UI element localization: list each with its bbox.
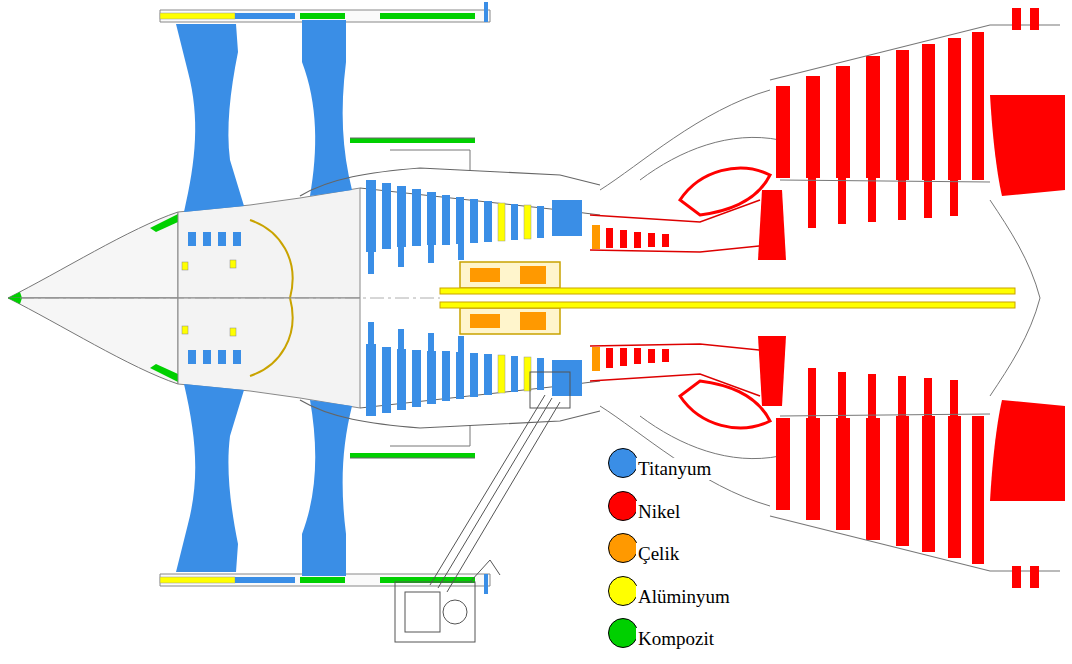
legend-swatch xyxy=(608,576,638,606)
accessory-gearbox xyxy=(395,372,570,642)
legend-swatch xyxy=(608,618,638,648)
legend-swatch xyxy=(608,448,638,478)
legend-label: Çelik xyxy=(636,543,681,565)
engine-top-half xyxy=(8,2,1065,298)
legend-swatch xyxy=(608,491,638,521)
legend-swatch xyxy=(608,533,638,563)
legend-label: Alüminyum xyxy=(636,586,732,608)
engine-bottom-half xyxy=(8,298,1065,594)
legend-label: Kompozit xyxy=(636,628,716,650)
legend-item: Titanyum xyxy=(608,446,713,480)
center-line xyxy=(20,298,440,299)
legend-item: Çelik xyxy=(608,531,681,565)
legend-label: Titanyum xyxy=(636,458,713,480)
legend-item: Kompozit xyxy=(608,616,716,650)
legend-item: Alüminyum xyxy=(608,574,732,608)
legend-item: Nikel xyxy=(608,489,682,523)
legend-label: Nikel xyxy=(636,501,682,523)
